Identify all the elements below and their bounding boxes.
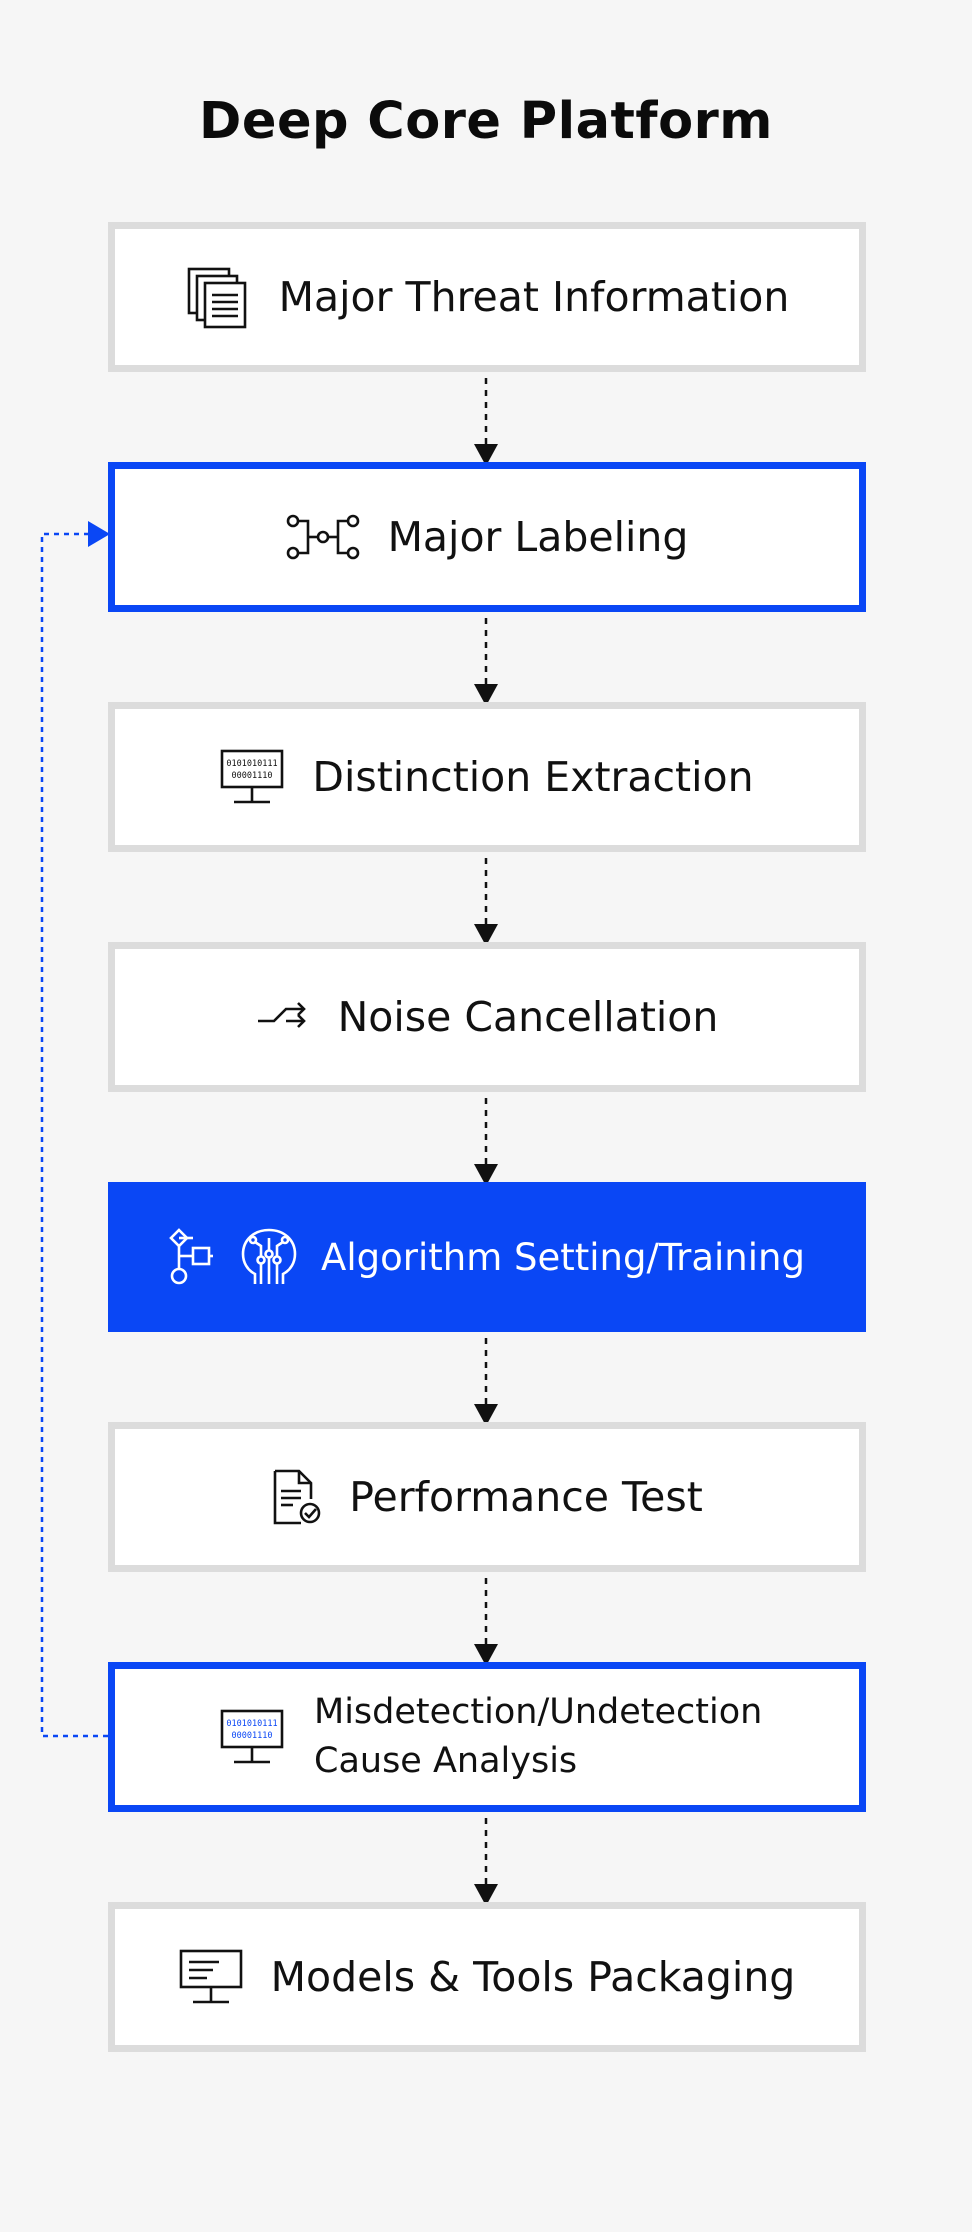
svg-text:00001110: 00001110 [232,771,273,781]
feedback-loop-arrow [40,521,110,1738]
diagram-title: Deep Core Platform [199,92,773,151]
step-label: Performance Test [349,1473,703,1521]
step-label: Major Threat Information [278,273,790,321]
svg-text:00001110: 00001110 [232,1731,273,1741]
binary-monitor-icon: 0101010111 00001110 [220,748,284,806]
step-label: Major Labeling [387,513,689,561]
step-major-threat-information: Major Threat Information [108,222,866,372]
arrowhead-2 [474,684,498,706]
shuffle-icon [256,999,310,1035]
step-major-labeling: Major Labeling [108,462,866,612]
arrowhead-1 [474,444,498,466]
documents-icon [185,265,251,329]
svg-text:0101010111: 0101010111 [227,759,278,769]
arrowhead-3 [474,924,498,946]
step-cause-analysis: 0101010111 00001110 Misdetection/Undetec… [108,1662,866,1812]
step-models-tools-packaging: Models & Tools Packaging [108,1902,866,2052]
step-label: Algorithm Setting/Training [321,1235,805,1279]
step-label: Distinction Extraction [312,753,754,801]
step-distinction-extraction: 0101010111 00001110 Distinction Extracti… [108,702,866,852]
arrowhead-6 [474,1644,498,1666]
arrowhead-4 [474,1164,498,1186]
step-algorithm-setting-training: Algorithm Setting/Training [108,1182,866,1332]
arrowhead-7 [474,1884,498,1906]
ai-head-icon [241,1228,297,1286]
svg-text:0101010111: 0101010111 [226,1719,277,1729]
monitor-icon [179,1948,243,2006]
step-label: Noise Cancellation [337,993,719,1041]
node-graph-icon [286,514,360,560]
step-noise-cancellation: Noise Cancellation [108,942,866,1092]
flowchart-icon [169,1228,215,1286]
arrowhead-5 [474,1404,498,1426]
document-check-icon [271,1469,321,1525]
step-performance-test: Performance Test [108,1422,866,1572]
step-label: Misdetection/Undetection Cause Analysis [314,1692,763,1781]
step-label: Models & Tools Packaging [270,1953,796,2001]
binary-monitor-icon: 0101010111 00001110 [220,1708,284,1766]
